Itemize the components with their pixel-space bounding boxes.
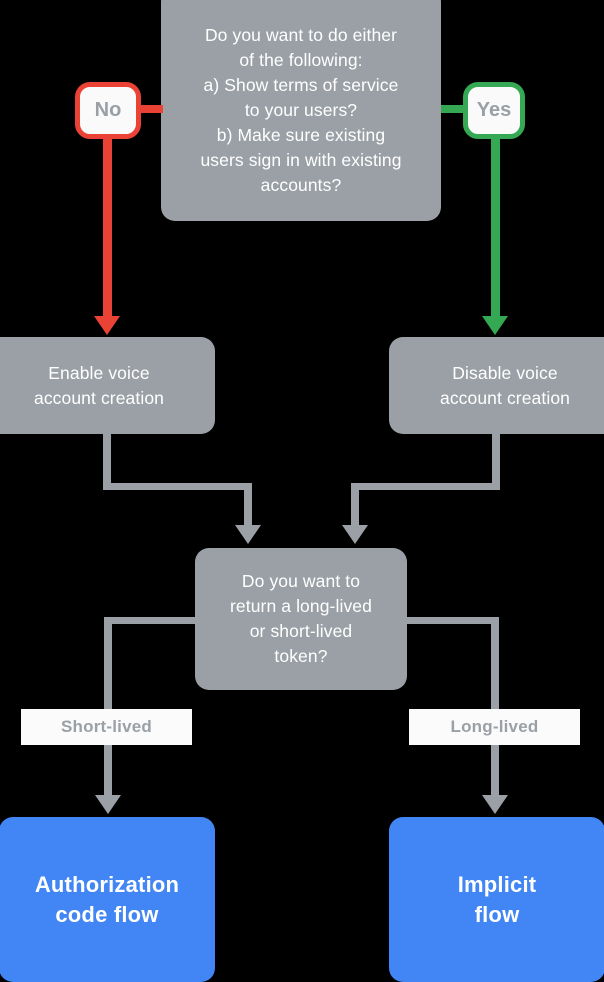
- edge-short-lived-horizontal: [104, 617, 201, 624]
- decision-token-line-4: token?: [274, 646, 328, 666]
- decision-top-line-6: users sign in with existing: [200, 150, 402, 170]
- decision-token-line-3: or short-lived: [249, 621, 353, 641]
- decision-top-line-5: b) Make sure existing: [216, 125, 386, 145]
- edge-disable-arrowhead: [342, 525, 368, 544]
- process-node-disable-voice-account-creation: Disable voice account creation: [389, 337, 604, 434]
- terminal-auth-line-2: code flow: [55, 901, 159, 927]
- decision-top-line-1: Do you want to do either: [204, 25, 398, 45]
- decision-top-line-7: accounts?: [260, 175, 342, 195]
- decision-token-line-1: Do you want to: [241, 571, 361, 591]
- edge-yes-to-disable-arrowhead: [482, 316, 508, 335]
- process-disable-line-2: account creation: [439, 387, 570, 408]
- edge-disable-vertical-drop: [492, 432, 500, 490]
- decision-top-line-2: of the following:: [239, 50, 363, 70]
- edge-long-lived-arrowhead: [482, 795, 508, 814]
- edge-short-lived-arrowhead: [95, 795, 121, 814]
- edge-enable-vertical-drop: [103, 432, 111, 490]
- terminal-implicit-line-2: flow: [474, 901, 520, 927]
- edge-disable-vertical-into-decision: [351, 483, 359, 528]
- process-disable-line-1: Disable voice: [452, 362, 558, 383]
- edge-label-short-lived: Short-lived: [21, 709, 192, 745]
- terminal-auth-line-1: Authorization: [34, 871, 180, 897]
- process-enable-line-2: account creation: [33, 387, 164, 408]
- decision-node-token-lifetime: Do you want to return a long-lived or sh…: [195, 548, 407, 690]
- terminal-implicit-line-1: Implicit: [457, 871, 537, 897]
- edge-long-lived-horizontal: [402, 617, 499, 624]
- edge-no-to-enable-arrowhead: [94, 316, 120, 335]
- process-node-enable-voice-account-creation: Enable voice account creation: [0, 337, 215, 434]
- badge-no[interactable]: No: [75, 82, 141, 139]
- edge-label-long-lived-text: Long-lived: [450, 717, 539, 736]
- edge-yes-stub: [441, 105, 465, 113]
- badge-yes[interactable]: Yes: [463, 82, 525, 139]
- decision-token-line-2: return a long-lived: [230, 596, 372, 616]
- decision-node-terms-of-service: Do you want to do either of the followin…: [161, 0, 441, 221]
- terminal-node-authorization-code-flow: Authorization code flow: [0, 817, 215, 982]
- process-enable-line-1: Enable voice: [48, 362, 150, 383]
- decision-top-line-3: a) Show terms of service: [203, 75, 399, 95]
- edge-no-stub: [139, 105, 163, 113]
- terminal-node-implicit-flow: Implicit flow: [389, 817, 604, 982]
- edge-enable-vertical-into-decision: [244, 483, 252, 528]
- edge-enable-arrowhead: [235, 525, 261, 544]
- edge-no-to-enable-line: [103, 136, 112, 319]
- edge-label-short-lived-text: Short-lived: [61, 717, 152, 736]
- edge-yes-to-disable-line: [491, 136, 500, 319]
- edge-label-long-lived: Long-lived: [409, 709, 580, 745]
- edge-enable-horizontal: [103, 483, 252, 490]
- badge-yes-label: Yes: [476, 99, 512, 121]
- edge-disable-horizontal: [351, 483, 500, 490]
- badge-no-label: No: [94, 99, 122, 121]
- decision-top-line-4: to your users?: [244, 100, 358, 120]
